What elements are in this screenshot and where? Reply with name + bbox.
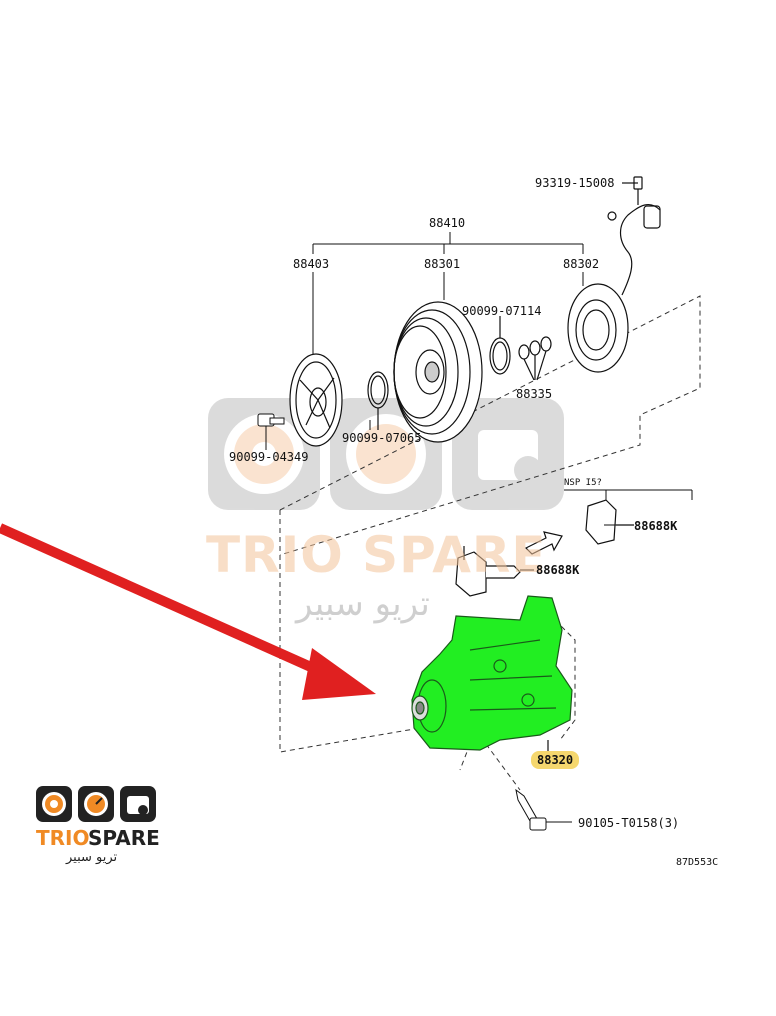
logo-brand-first: TRIO xyxy=(36,826,90,850)
label-88335: 88335 xyxy=(516,387,553,401)
logo-icons xyxy=(36,786,156,822)
pressure-plate-88403 xyxy=(289,353,343,447)
bracket-88410 xyxy=(312,232,584,372)
clip-88688k-upper xyxy=(585,499,634,545)
figure-code: 87D553C xyxy=(676,857,719,868)
label-88301: 88301 xyxy=(424,257,461,271)
watermark-brand: TRIO SPARE xyxy=(206,526,547,584)
label-90099-07114: 90099-07114 xyxy=(462,304,542,318)
leader-lines xyxy=(265,420,616,526)
bolt-90105 xyxy=(515,788,572,831)
direction-arrow-outline xyxy=(524,531,563,555)
snap-ring-90099-07114 xyxy=(489,316,511,375)
logo-brand-second: SPARE xyxy=(88,826,160,850)
snap-ring-90099-07065 xyxy=(367,371,389,430)
watermark-brand-arabic: تريو سبير xyxy=(296,584,430,624)
stator-88302 xyxy=(567,283,629,373)
bolt-90099-04349 xyxy=(257,413,285,440)
label-93319-15008: 93319-15008 xyxy=(535,176,615,190)
nsp-bracket xyxy=(564,489,693,500)
clip-88688k-lower xyxy=(455,546,534,597)
compressor-88320 xyxy=(411,595,573,752)
label-90105-t0158: 90105-T0158(3) xyxy=(578,816,680,830)
logo-brand-arabic: تريو سبير xyxy=(66,850,118,865)
label-88302: 88302 xyxy=(563,257,600,271)
label-88403: 88403 xyxy=(293,257,330,271)
sensor-wire xyxy=(607,176,661,296)
label-88410: 88410 xyxy=(429,216,466,230)
shims-88335 xyxy=(518,336,552,381)
label-90099-07065: 90099-07065 xyxy=(342,431,422,445)
label-nsp: NSP I5? xyxy=(564,478,602,488)
label-88688k-lower: 88688K xyxy=(536,563,580,577)
label-88320: 88320 xyxy=(531,751,580,769)
pulley-88301 xyxy=(393,301,483,443)
watermark-icons xyxy=(208,398,564,510)
red-pointer-arrow xyxy=(0,523,376,700)
label-88688k-upper: 88688K xyxy=(634,519,678,533)
label-90099-04349: 90099-04349 xyxy=(229,450,309,464)
